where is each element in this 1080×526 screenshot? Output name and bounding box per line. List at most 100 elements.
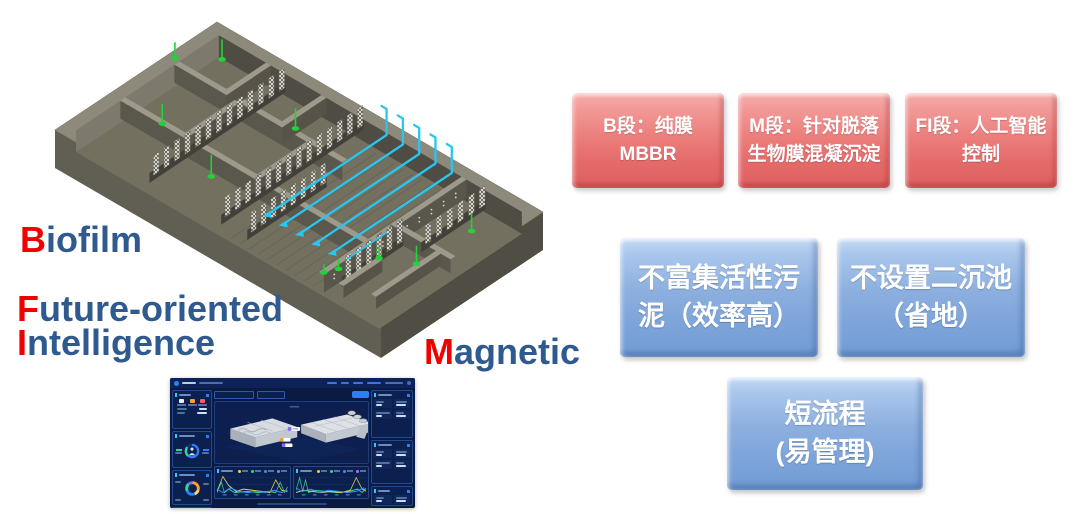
tank-geometry (174, 137, 181, 162)
stage-card-fi-ai: FI段：人工智能 控制 (905, 93, 1057, 188)
tank-geometry (258, 163, 395, 255)
tank-geometry (221, 62, 271, 96)
stage-card-m-line1: M段：针对脱落 (749, 115, 879, 137)
tank-geometry (327, 248, 337, 256)
stage-card-b-mbbr: B段：纯膜 MBBR (572, 93, 724, 188)
tank-geometry (333, 273, 336, 276)
treatment-tank-3d-model (54, 21, 544, 358)
mini-legend-item (264, 469, 274, 473)
tank-geometry (207, 174, 216, 179)
mini-data-cell (394, 410, 410, 419)
tank-geometry (218, 57, 226, 62)
mini-panel-gauge (172, 431, 212, 468)
tank-geometry (381, 212, 543, 358)
keyword-future-oriented: Future-oriented (17, 291, 283, 327)
mini-data-cell (394, 399, 410, 408)
tank-geometry (303, 189, 441, 282)
mini-primary-button (352, 391, 369, 398)
tank-geometry (310, 168, 316, 194)
tank-geometry (268, 74, 275, 99)
keyword-biofilm-initial: B (20, 219, 46, 260)
keyword-magnetic: Magnetic (424, 334, 580, 370)
mini-panel-records (371, 486, 413, 506)
mini-charts-row (214, 466, 369, 499)
mini-legend-item (316, 469, 327, 473)
mini-data-cell (394, 449, 410, 458)
tank-geometry (247, 177, 327, 240)
tank-geometry (276, 173, 413, 266)
keyword-future-rest: uture-oriented (39, 288, 284, 329)
tank-geometry (247, 88, 254, 113)
mini-3d-facility (222, 405, 368, 463)
mini-toolbar (214, 390, 369, 399)
tank-geometry (311, 239, 321, 247)
tank-geometry (430, 212, 433, 215)
tank-geometry (262, 210, 272, 218)
tank-geometry (291, 126, 300, 131)
mini-data-cell (374, 460, 392, 469)
tank-geometry (467, 228, 476, 234)
tank-geometry (418, 216, 421, 219)
tank-geometry (336, 118, 343, 143)
tank-geometry (412, 261, 421, 267)
stage-card-m-coagulation: M段：针对脱落 生物膜混凝沉淀 (738, 93, 890, 188)
tank-geometry (357, 104, 363, 130)
benefit-card-2-line1: 不设置二沉池 (850, 263, 1012, 294)
mini-dashboard-center (214, 390, 369, 506)
tank-geometry (278, 220, 288, 228)
tank-geometry (396, 218, 403, 246)
mini-legend-item (342, 469, 353, 473)
mini-donut-pie (184, 481, 200, 496)
tank-geometry (406, 224, 409, 227)
tank-geometry (280, 188, 287, 213)
tank-geometry (257, 81, 264, 106)
tank-geometry (278, 67, 285, 92)
tank-geometry (468, 192, 475, 217)
tank-geometry (326, 125, 333, 150)
tank-geometry (236, 95, 243, 120)
mini-legend-item (238, 469, 248, 473)
mini-avatar-icon (407, 381, 411, 385)
mini-panel-water-quality-out (371, 440, 413, 484)
tank-geometry (320, 162, 326, 187)
benefit-card-2-line2: （省地） (877, 300, 985, 331)
mini-legend-item (277, 469, 287, 473)
tank-geometry (285, 152, 292, 177)
tank-geometry (283, 114, 405, 225)
mini-dashboard-left-column (172, 390, 212, 508)
tank-geometry (381, 241, 384, 243)
tank-geometry (248, 157, 386, 250)
tank-geometry (171, 55, 179, 61)
benefit-card-no-activated-sludge: 不富集活性污 泥（效率高） (620, 238, 818, 357)
tank-geometry (435, 214, 442, 238)
keyword-biofilm: Biofilm (20, 222, 142, 258)
tank-geometry (320, 270, 328, 275)
tank-geometry (216, 109, 222, 134)
tank-geometry (294, 184, 432, 277)
mini-dashboard-screenshot (170, 378, 415, 508)
tank-geometry (270, 195, 277, 220)
stage-card-b-line1: B段：纯膜 (603, 115, 693, 137)
tank-geometry (430, 208, 433, 211)
keyword-biofilm-rest: iofilm (46, 219, 142, 260)
benefit-card-1-line1: 不富集活性污 (638, 263, 800, 294)
tank-geometry (376, 253, 441, 309)
tank-geometry (316, 133, 437, 244)
mini-data-cell (374, 495, 392, 504)
tank-geometry (300, 175, 307, 200)
tank-geometry (442, 200, 445, 203)
keyword-intelligence-initial: I (17, 322, 28, 363)
mini-data-cell (374, 449, 392, 458)
tank-geometry (267, 104, 388, 216)
tank-geometry (375, 255, 383, 261)
tank-geometry (457, 199, 464, 224)
tank-geometry (224, 193, 231, 218)
tank-geometry (275, 159, 282, 184)
tank-geometry (454, 192, 457, 195)
mini-chart-panel-2 (292, 466, 369, 499)
tank-geometry (332, 142, 453, 254)
mini-legend-item (355, 469, 366, 473)
tank-geometry (306, 138, 313, 164)
tank-geometry (334, 266, 343, 272)
tank-geometry (442, 204, 445, 207)
